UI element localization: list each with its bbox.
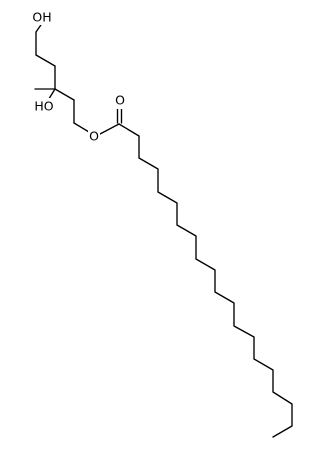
alkyl-chain	[138, 135, 293, 438]
tertiary-hydroxyl-label-background	[34, 98, 54, 114]
bond-chain-to-ester-oxygen	[73, 122, 90, 133]
bond-carbonyl-to-alkyl-chain	[118, 123, 140, 137]
carbonyl-oxygen-label-background	[114, 93, 126, 109]
bond-ch2-ch2	[35, 54, 56, 67]
bond-ester-oxygen-carbonyl-carbon	[99, 123, 120, 135]
bond-quaternary-chain	[54, 88, 75, 101]
ester-oxygen-label-background	[88, 128, 100, 144]
top-hydroxyl-label: OH	[32, 10, 51, 25]
tertiary-hydroxyl-label: HO	[34, 99, 53, 114]
ester-oxygen-label: O	[89, 129, 99, 144]
top-hydroxyl-label-background	[32, 9, 52, 25]
carbonyl-oxygen-label: O	[115, 93, 125, 108]
